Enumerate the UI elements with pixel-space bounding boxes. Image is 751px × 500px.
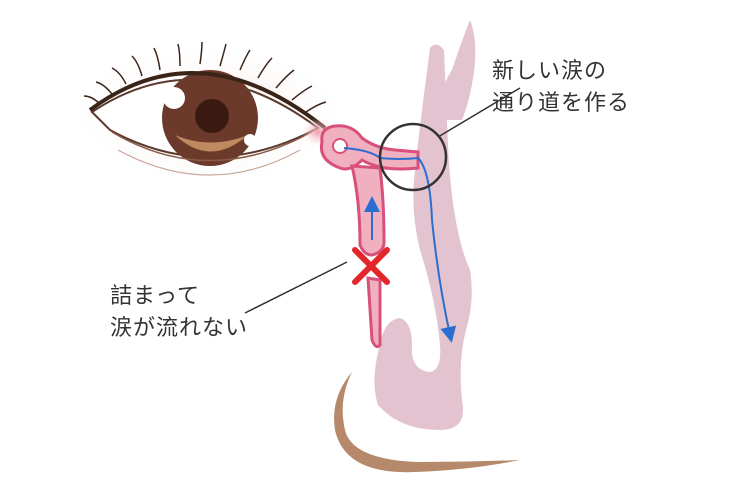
pupil xyxy=(195,99,229,133)
nasal-upper-branch xyxy=(439,20,476,120)
new-passage-callout-circle xyxy=(378,122,448,192)
nasolacrimal-duct-lower xyxy=(366,276,382,349)
blocked-label: 詰まって 涙が流れない xyxy=(110,281,248,345)
punctum xyxy=(332,138,348,154)
iris-highlight xyxy=(175,135,248,152)
blocked-callout-line xyxy=(244,261,348,314)
tear-flow-new-route xyxy=(343,147,457,343)
blockage-mark xyxy=(352,247,390,285)
lower-lid-shade xyxy=(117,149,301,176)
catchlight-large xyxy=(163,87,185,109)
new-passage-label-line1: 新しい涙の xyxy=(492,59,608,84)
new-passage-label: 新しい涙の 通り道を作る xyxy=(492,56,630,120)
new-passage-label-line2: 通り道を作る xyxy=(492,91,631,116)
eye xyxy=(70,41,350,185)
face-outline xyxy=(334,372,520,473)
blocked-label-line2: 涙が流れない xyxy=(110,316,249,341)
lower-eyelid xyxy=(111,129,316,162)
eyelashes xyxy=(83,41,327,113)
upper-eyelid xyxy=(88,71,327,130)
catchlight-small xyxy=(244,134,256,146)
blocked-label-line1: 詰まって xyxy=(110,284,201,309)
lacrimal-sac xyxy=(350,164,386,257)
new-passage-callout-line xyxy=(437,87,521,138)
